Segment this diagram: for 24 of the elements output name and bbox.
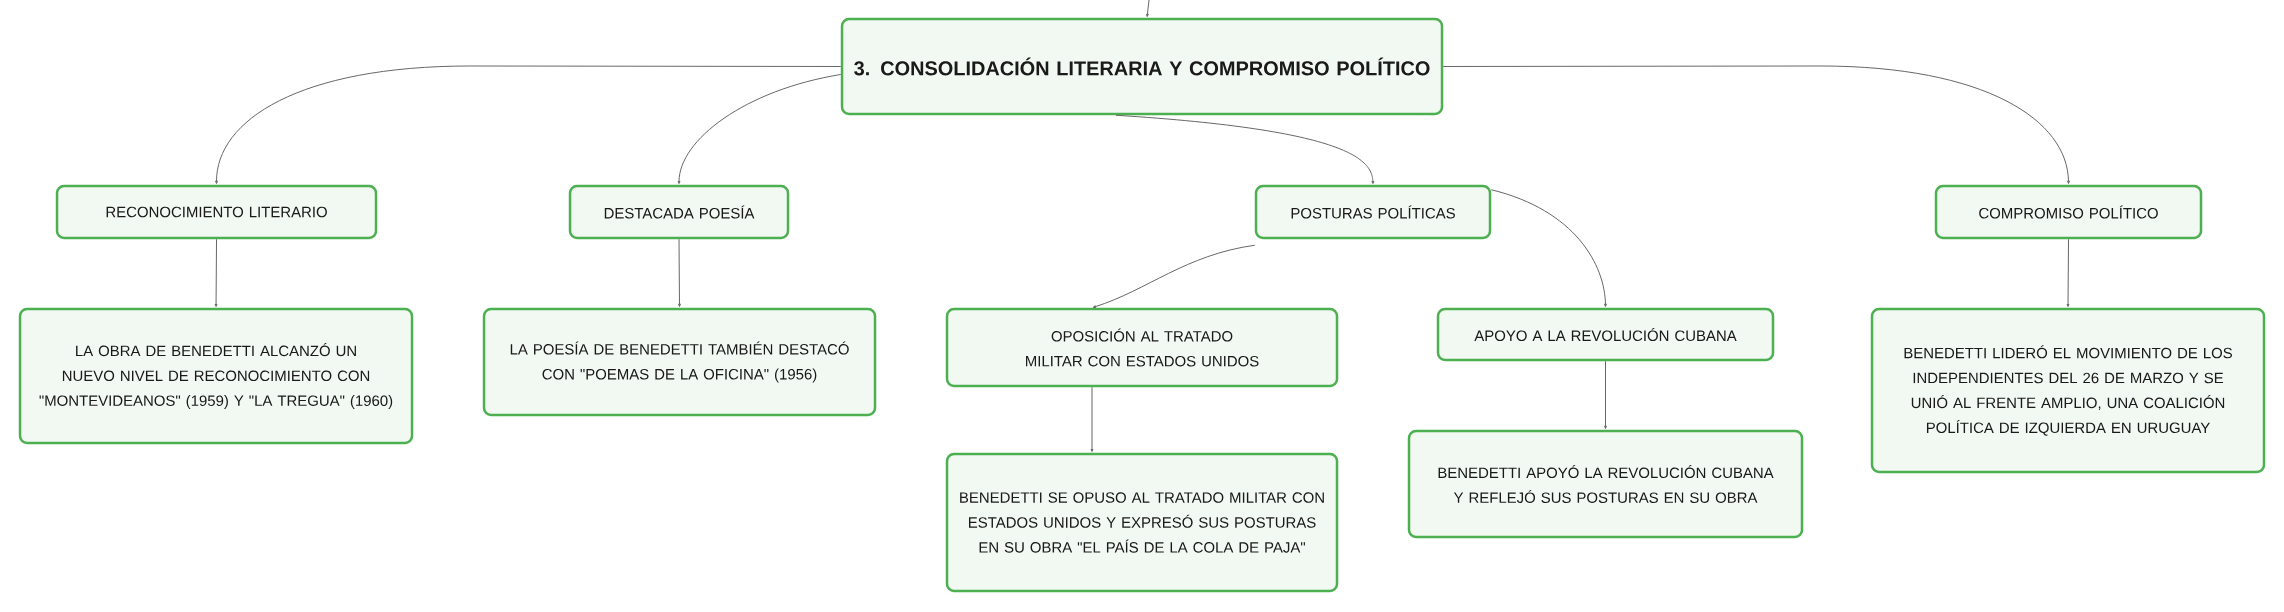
connector-arrow xyxy=(1092,244,1256,309)
detail-box: OPOSICIÓN AL TRATADO MILITAR CON ESTADOS UNIDOS xyxy=(945,307,1339,388)
connector-arrow xyxy=(1604,360,1607,430)
connector-arrow xyxy=(1442,65,2070,185)
topic-box: RECONOCIMIENTO LITERARIO xyxy=(55,184,378,240)
detail-box: LA OBRA DE BENEDETTI ALCANZÓ UN NUEVO NIVEL DE RECONOCIMIENTO CON "MONTEVIDEANOS" (1959) Y "LA TREGUA" (1960) xyxy=(18,307,414,445)
detail-box: BENEDETTI APOYÓ LA REVOLUCIÓN CUBANA Y REFLEJÓ SUS POSTURAS EN SU OBRA xyxy=(1407,429,1804,539)
connector-arrow xyxy=(2066,238,2070,308)
topic-box: COMPROMISO POLÍTICO xyxy=(1934,184,2203,240)
detail-box: LA POESÍA DE BENEDETTI TAMBIÉN DESTACÓ CON "POEMAS DE LA OFICINA" (1956) xyxy=(482,307,877,417)
connector-arrow xyxy=(1490,189,1607,308)
connector-arrow xyxy=(214,238,218,308)
title-box: 3. CONSOLIDACIÓN LITERARIA Y COMPROMISO POLÍTICO xyxy=(840,17,1444,116)
connector-arrow xyxy=(677,74,842,185)
detail-box: APOYO A LA REVOLUCIÓN CUBANA xyxy=(1436,307,1775,362)
connector-arrow xyxy=(678,238,681,308)
detail-box: BENEDETTI SE OPUSO AL TRATADO MILITAR CON ESTADOS UNIDOS Y EXPRESÓ SUS POSTURAS EN SU OBRA "EL PAÍS DE LA COLA DE PAJA" xyxy=(945,452,1339,593)
topic-box: DESTACADA POESÍA xyxy=(568,184,790,240)
topic-box: POSTURAS POLÍTICAS xyxy=(1254,184,1492,240)
connector-arrow xyxy=(1090,386,1094,453)
connector-arrow xyxy=(1115,114,1375,185)
detail-box: BENEDETTI LIDERÓ EL MOVIMIENTO DE LOS INDEPENDIENTES DEL 26 DE MARZO Y SE UNIÓ AL FRENTE AMPLIO, UNA COALICIÓN POLÍTICA DE IZQUIERDA EN URUGUAY xyxy=(1870,307,2266,474)
connector-arrow xyxy=(215,65,842,185)
connector-arrow xyxy=(1146,0,1150,18)
